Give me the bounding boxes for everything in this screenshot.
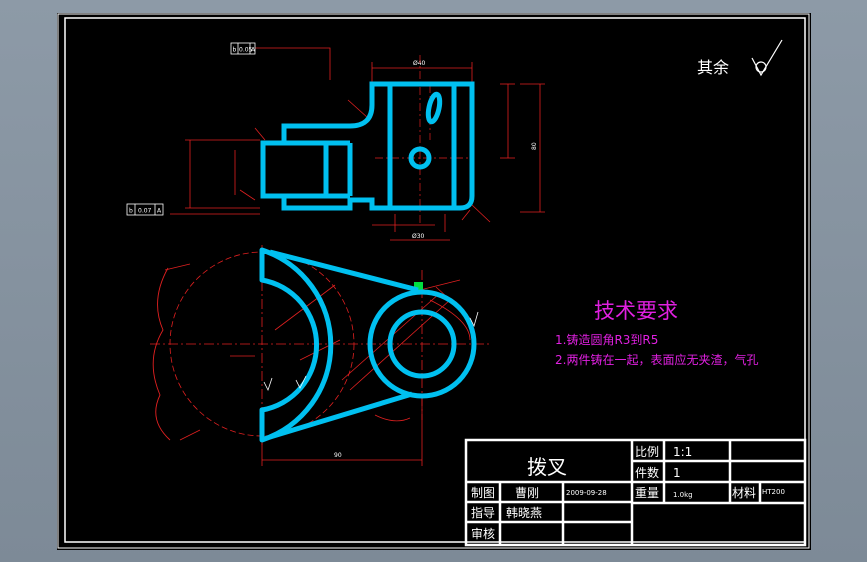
tolerance-frame-1 (230, 42, 256, 55)
part-name: 拨叉 (527, 455, 567, 479)
weight-label: 重量 (635, 486, 659, 500)
qty-value: 1 (673, 466, 681, 480)
tolerance-frame-2 (126, 203, 164, 216)
drawn-label: 制图 (471, 486, 495, 500)
tech-requirements-title: 技术要求 (594, 299, 678, 323)
title-block: 拨叉 比例 1:1 件数 1 重量 1.0kg 材料 HT200 制图 曹刚 2… (464, 438, 807, 547)
front-view-outline (260, 81, 475, 211)
scale-label: 比例 (635, 445, 659, 459)
drawn-date: 2009-09-28 (566, 489, 607, 497)
drawn-name: 曹刚 (515, 486, 539, 500)
review-label: 审核 (471, 526, 495, 541)
guide-name: 韩晓燕 (506, 505, 542, 520)
roughness-check-icon (751, 39, 783, 77)
roughness-label: 其余 (697, 58, 729, 77)
front-view: 0.05 b A b 0.07 A Ø40 80 Ø30 (126, 42, 545, 241)
green-marker (414, 282, 423, 291)
tolerance-value-2: 0.07 (138, 208, 152, 215)
dim-bottom-width: 90 (334, 452, 342, 459)
tolerance-value-1: 0.05 (239, 47, 253, 54)
tolerance-symbol-1: b (233, 47, 237, 54)
dim-bottom-offset: Ø30 (412, 233, 425, 240)
material-label: 材料 (732, 486, 756, 500)
sheet-inner-border (64, 17, 806, 543)
tolerance-datum-1: A (251, 47, 256, 54)
top-view-roughness-ticks (263, 311, 479, 392)
scale-value: 1:1 (673, 445, 692, 459)
tolerance-symbol-2: b (129, 208, 133, 215)
tech-requirement-1: 1.铸造圆角R3到R5 (555, 332, 658, 347)
sheet-outer-border (57, 13, 810, 549)
weight-value: 1.0kg (673, 491, 693, 499)
dim-top-diameter: Ø40 (413, 60, 426, 67)
top-view: 90 (150, 245, 490, 466)
top-view-outline (259, 247, 477, 443)
qty-label: 件数 (635, 465, 659, 480)
front-view-dimensions (170, 47, 545, 241)
guide-label: 指导 (471, 505, 495, 520)
material-value: HT200 (762, 488, 785, 496)
dim-height: 80 (531, 142, 538, 150)
tolerance-datum-2: A (157, 208, 162, 215)
tech-requirement-2: 2.两件铸在一起，表面应无夹渣，气孔 (555, 352, 758, 367)
